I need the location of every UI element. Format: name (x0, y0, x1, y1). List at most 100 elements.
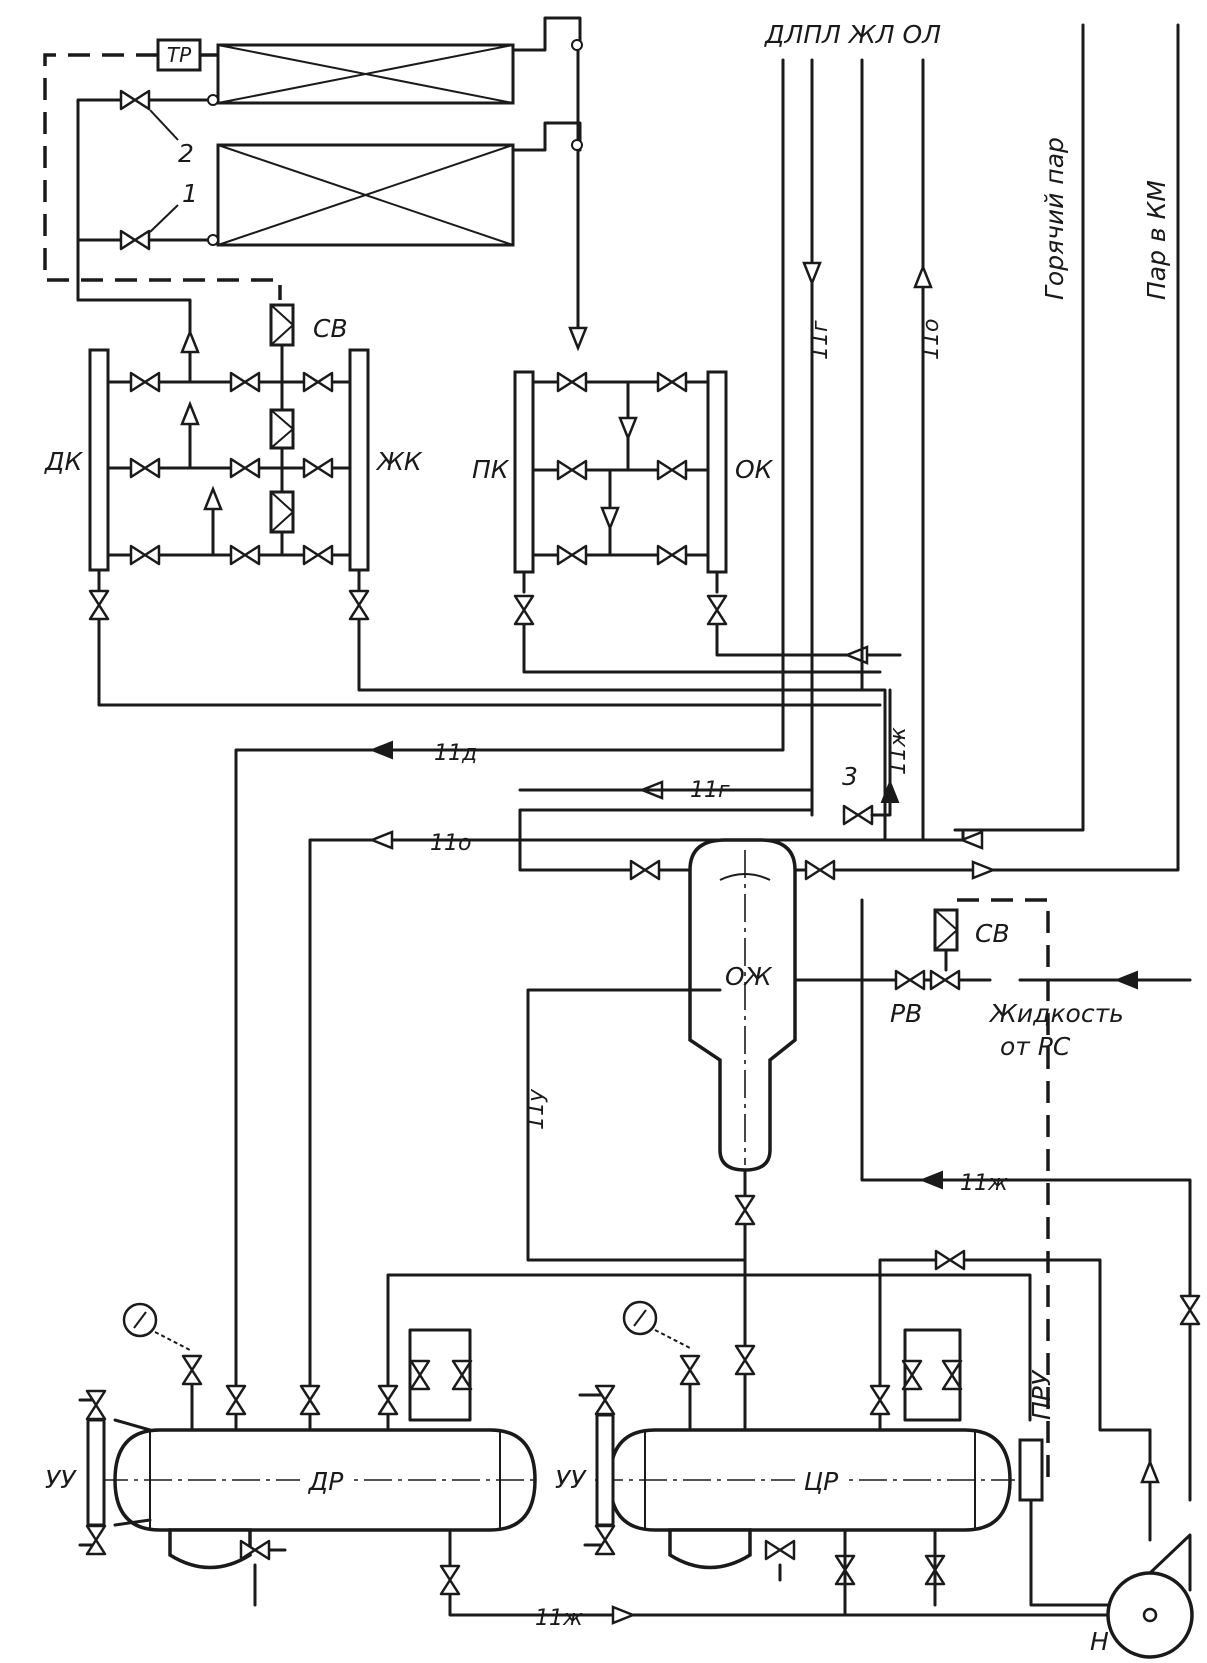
regulating-valve-rv[interactable] (894, 969, 926, 991)
ok-valve-row3[interactable] (656, 544, 688, 566)
flow-arrow-icon (845, 645, 869, 665)
tsr-safety-valves[interactable] (901, 1328, 963, 1422)
pk-valve-row3[interactable] (556, 544, 588, 566)
line-11zh-right (860, 898, 1192, 1502)
dk-valve-row3[interactable] (129, 544, 161, 566)
uu-left-valve-top[interactable] (85, 1389, 107, 1421)
rv-valve-2[interactable] (929, 969, 961, 991)
label-2: 2 (178, 139, 194, 168)
label-hot-steam: Горячий пар (1040, 137, 1069, 300)
tsr-gauge (622, 1300, 691, 1349)
flow-arrow-icon (203, 487, 223, 511)
flow-arrow-icon (1140, 1460, 1160, 1484)
uu-right-valve-bottom[interactable] (594, 1524, 616, 1556)
pk-valve-row2[interactable] (556, 459, 588, 481)
upper-battery (216, 43, 515, 105)
ozh-valve-right[interactable] (804, 859, 836, 881)
flow-arrow-icon (1116, 971, 1138, 989)
zhk-valve-row2-b[interactable] (302, 457, 334, 479)
battery-piping (76, 16, 583, 347)
label-from-rs: от РС (1000, 1032, 1071, 1061)
ok-valve-row1[interactable] (656, 371, 688, 393)
zhk-valve-row1-a[interactable] (229, 371, 261, 393)
zhk-valve-row3-a[interactable] (229, 544, 261, 566)
battery-valve-2[interactable] (119, 89, 151, 111)
dr-valve-11o[interactable] (299, 1384, 321, 1416)
ozh-drain-valve[interactable] (734, 1194, 756, 1226)
pump-discharge-valve[interactable] (1179, 1294, 1201, 1326)
dr-valve-11d[interactable] (225, 1384, 247, 1416)
label-ozh: ОЖ (725, 962, 773, 991)
dr-safety-valves[interactable] (408, 1328, 473, 1422)
flow-arrow-icon (971, 860, 995, 880)
collector-pk (513, 370, 535, 594)
pk-return-line (522, 623, 882, 674)
tsr-top-valve[interactable] (934, 1249, 966, 1271)
label-sv-rv: СВ (975, 919, 1010, 948)
label-11d: 11д (434, 741, 477, 766)
dr-bottom-valve[interactable] (439, 1564, 461, 1596)
separator-ozh (688, 838, 797, 1172)
solenoid-sv-1[interactable] (269, 303, 295, 347)
zhk-valve-row1-b[interactable] (302, 371, 334, 393)
solenoid-sv-3[interactable] (269, 490, 295, 534)
label-steam-to-km: Пар в КМ (1142, 180, 1171, 300)
flow-arrow-icon (921, 1171, 943, 1189)
label-pk: ПК (472, 455, 510, 484)
flow-arrow-icon (960, 830, 984, 850)
ozh-valve-left[interactable] (629, 859, 661, 881)
zhk-valve-row2-a[interactable] (229, 457, 261, 479)
tsr-gauge-valve[interactable] (679, 1354, 701, 1386)
pk-drain-valve[interactable] (513, 594, 535, 626)
label-11o: 11о (919, 319, 944, 360)
pk-valve-row1[interactable] (556, 371, 588, 393)
ok-drain-valve[interactable] (706, 594, 728, 626)
dr-tsr-connection (386, 1273, 882, 1432)
header-lines-label: ДЛПЛ ЖЛ ОЛ (764, 20, 941, 49)
label-11g: 11г (808, 320, 833, 360)
dr-gauge-valve[interactable] (181, 1354, 203, 1386)
svg-text:ТР: ТР (167, 43, 192, 67)
dk-valve-row1[interactable] (129, 371, 161, 393)
collector-ok (706, 370, 728, 594)
battery-valve-1[interactable] (119, 229, 151, 251)
zhk-drain-valve[interactable] (348, 589, 370, 621)
thermostat-tr[interactable]: ТР (156, 38, 202, 72)
tsr-drain-valve-a[interactable] (764, 1539, 796, 1561)
pump-n[interactable] (1106, 1428, 1194, 1659)
line-11zh-bottom (448, 1528, 1112, 1617)
flow-arrow-icon (600, 506, 620, 530)
tsr-valve-1[interactable] (869, 1384, 891, 1416)
label-pru: ПРУ (1027, 1369, 1056, 1420)
valve-3[interactable] (842, 804, 874, 826)
dr-drain-valve[interactable] (239, 1539, 271, 1561)
tsr-inlet-valve[interactable] (734, 1344, 756, 1376)
uu-right-valve-top[interactable] (594, 1384, 616, 1416)
dr-valve-3[interactable] (377, 1384, 399, 1416)
flow-arrow-icon (180, 330, 200, 354)
dk-drain-valve[interactable] (88, 589, 110, 621)
uu-left-valve-bottom[interactable] (85, 1524, 107, 1556)
ok-valve-row2[interactable] (656, 459, 688, 481)
label-11zh-right: 11ж (960, 1171, 1008, 1196)
flow-arrow-icon (568, 326, 588, 350)
solenoid-sv-2[interactable] (269, 408, 295, 450)
flow-arrow-icon (180, 402, 200, 426)
label-1: 1 (182, 179, 198, 208)
flow-arrow-icon (913, 265, 933, 289)
label-11o-mid: 11о (430, 831, 471, 856)
pressure-regulator-pru[interactable] (1018, 1438, 1044, 1502)
label-uu-left: УУ (45, 1465, 77, 1494)
collector-zhk (348, 348, 370, 592)
flow-arrow-icon (370, 830, 394, 850)
solenoid-sv-rv[interactable] (933, 908, 959, 952)
label-3: 3 (842, 762, 858, 791)
dk-valve-row2[interactable] (129, 457, 161, 479)
tsr-label-bg (795, 1465, 847, 1495)
label-dk: ДК (44, 447, 84, 476)
collector-dk (88, 348, 110, 592)
zhk-valve-row3-b[interactable] (302, 544, 334, 566)
zhk-return-line (357, 618, 882, 692)
tsr-pump-suction (998, 1258, 1152, 1432)
